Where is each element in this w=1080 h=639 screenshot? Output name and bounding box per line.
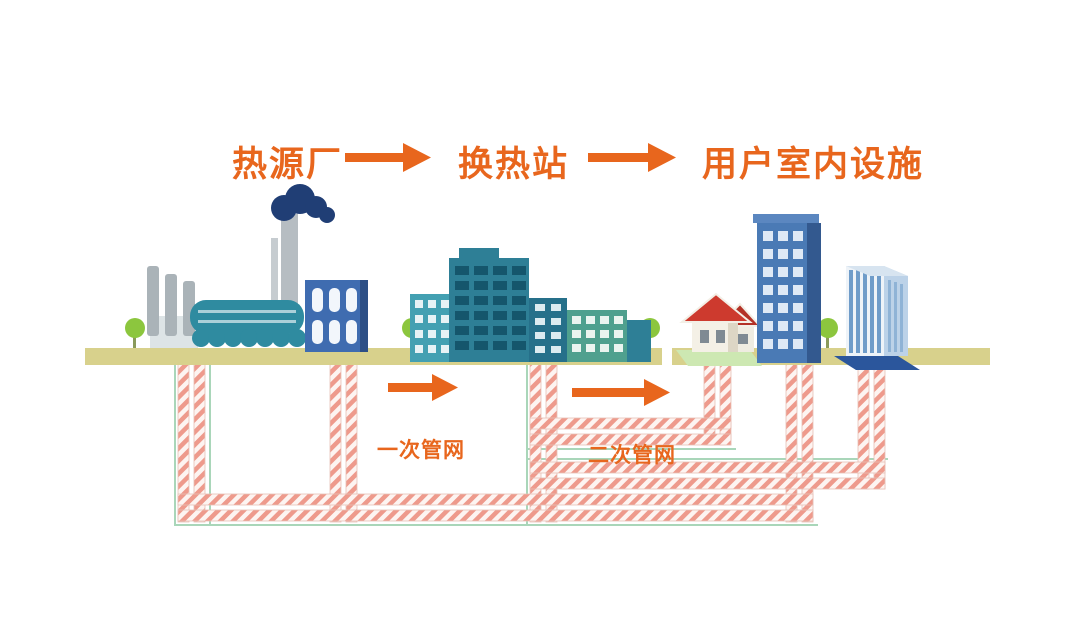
tree-icon bbox=[125, 318, 145, 348]
pipe-segment bbox=[719, 363, 732, 446]
pipe-segment bbox=[529, 417, 732, 430]
flow-arrow-2 bbox=[588, 143, 676, 172]
underground-pipe-network bbox=[177, 363, 886, 523]
pipe-segment bbox=[177, 509, 814, 522]
pipe-segment bbox=[529, 477, 886, 490]
pipe-segment bbox=[529, 433, 732, 446]
heat-source-plant-illustration bbox=[147, 184, 368, 352]
heat-exchange-station-illustration bbox=[410, 248, 651, 362]
secondary-network-label: 二次管网 bbox=[588, 444, 676, 467]
secondary-network-arrow bbox=[572, 379, 670, 406]
house-illustration bbox=[676, 292, 763, 366]
pipe-segment bbox=[703, 363, 716, 446]
primary-network-label: 一次管网 bbox=[377, 439, 465, 462]
heat-plant-title: 热源厂 bbox=[232, 145, 344, 184]
pipe-segment bbox=[529, 461, 886, 474]
apartment-building-illustration bbox=[753, 214, 821, 363]
tree-icon bbox=[818, 318, 838, 348]
flow-arrow-1 bbox=[345, 143, 431, 172]
user-facilities-title: 用户室内设施 bbox=[702, 145, 925, 184]
exchange-station-title: 换热站 bbox=[458, 145, 570, 184]
smoke-icon bbox=[271, 184, 335, 223]
pipe-guide-lines bbox=[174, 364, 888, 526]
office-building-illustration bbox=[834, 266, 920, 370]
primary-network-arrow bbox=[388, 374, 458, 401]
pipe-segment bbox=[177, 493, 814, 506]
